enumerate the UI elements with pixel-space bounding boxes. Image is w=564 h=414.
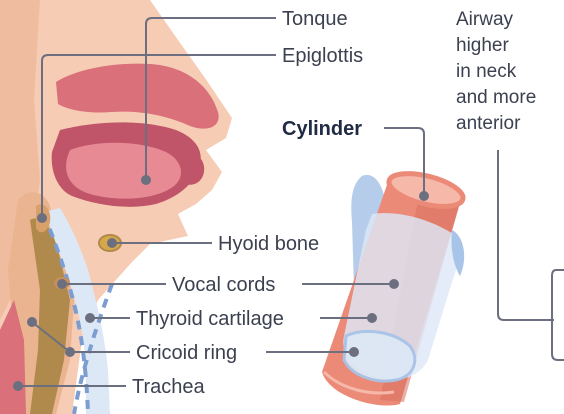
note-line-5: anterior bbox=[456, 113, 521, 134]
label-hyoid-bone: Hyoid bone bbox=[218, 233, 319, 255]
dot-trachea bbox=[13, 381, 23, 391]
note-line-2: higher bbox=[456, 35, 509, 56]
label-tonque: Tonque bbox=[282, 8, 348, 30]
label-cylinder: Cylinder bbox=[282, 118, 362, 140]
note-bracket bbox=[498, 150, 554, 320]
note-line-4: and more bbox=[456, 87, 536, 108]
dot-cricoid-a bbox=[27, 317, 37, 327]
label-trachea: Trachea bbox=[132, 376, 206, 398]
note-line-1: Airway bbox=[456, 9, 514, 30]
label-vocal-cords: Vocal cords bbox=[172, 274, 275, 296]
dot-epiglottis bbox=[37, 213, 47, 223]
dot-thyroid bbox=[85, 313, 95, 323]
dot-vocal bbox=[57, 279, 67, 289]
label-epiglottis: Epiglottis bbox=[282, 45, 363, 67]
label-cricoid-ring: Cricoid ring bbox=[136, 342, 237, 364]
dot-cylinder bbox=[419, 191, 429, 201]
tongue-shape bbox=[66, 143, 181, 199]
dot-hyoid bbox=[107, 238, 117, 248]
dot-tonque bbox=[141, 175, 151, 185]
label-thyroid-cartilage: Thyroid cartilage bbox=[136, 308, 284, 330]
note-box bbox=[552, 270, 564, 360]
note-line-3: in neck bbox=[456, 61, 517, 82]
dot-cricoid-b bbox=[65, 347, 75, 357]
